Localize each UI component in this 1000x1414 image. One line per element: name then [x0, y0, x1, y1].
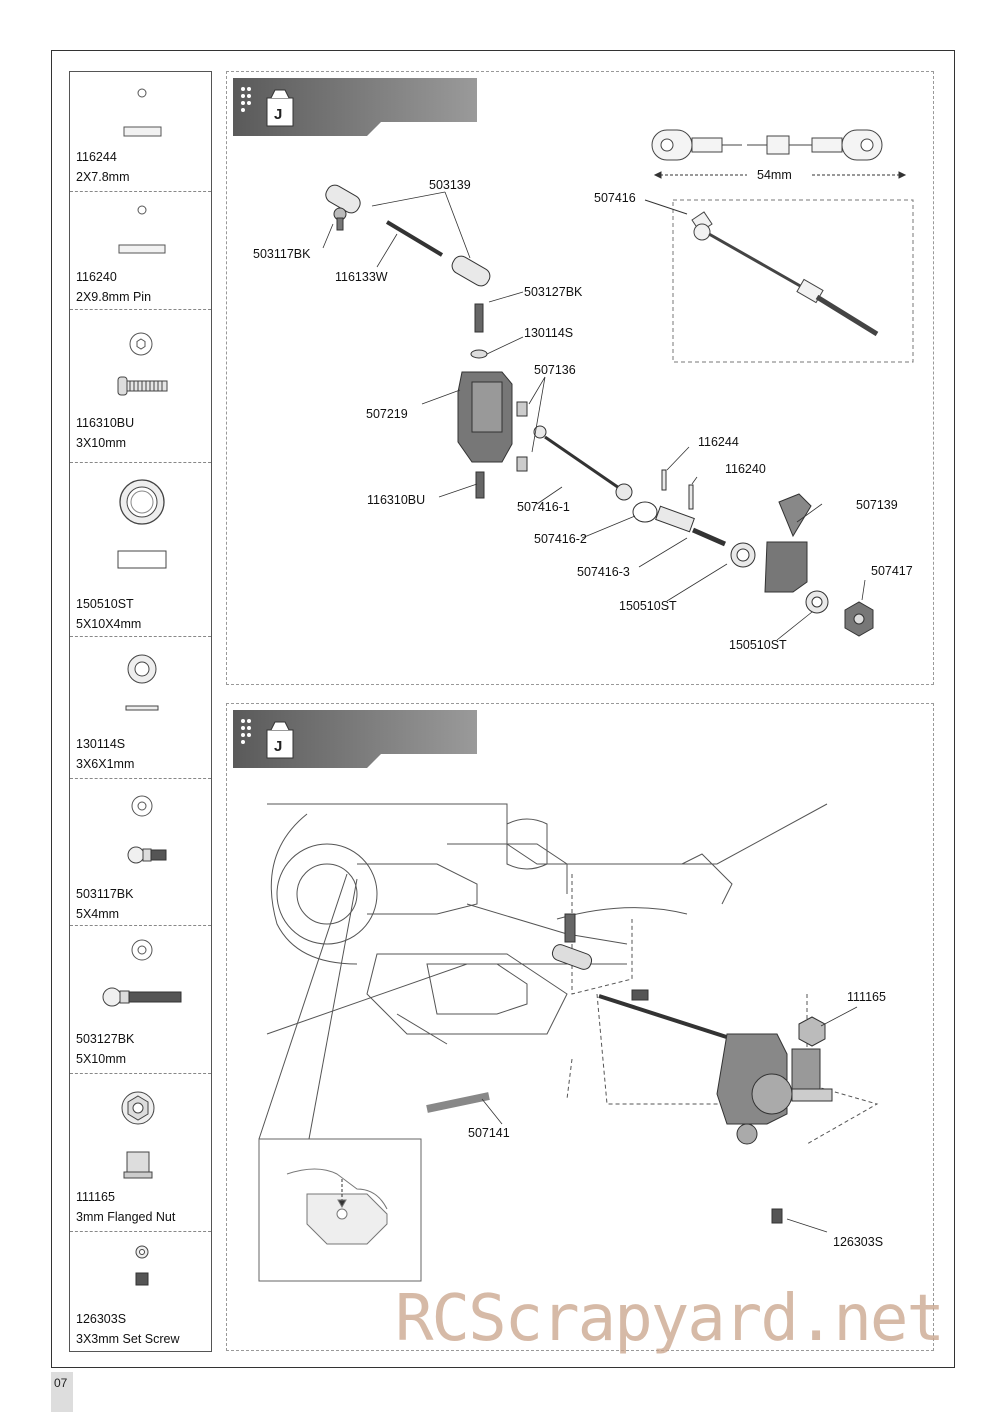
part-desc: 3X6X1mm	[76, 757, 135, 771]
ball-stud-icon	[127, 795, 167, 864]
callout-label: 126303S	[833, 1235, 884, 1249]
assembly-step-2: J	[226, 703, 934, 1351]
part-desc: 5X10mm	[76, 1052, 127, 1066]
callout-label: 116310BU	[367, 493, 426, 507]
flanged-nut-icon	[121, 1091, 155, 1179]
step-badge: J	[274, 106, 282, 123]
cvd-driveshaft	[691, 211, 879, 337]
part-desc: 3X3mm Set Screw	[76, 1332, 180, 1346]
callout-label: 507219	[366, 407, 408, 421]
parts-item: 503127BK 5X10mm	[70, 926, 211, 1074]
callout-label: 503127BK	[524, 285, 583, 299]
callout-label: 507141	[468, 1126, 510, 1140]
callout-label: 507139	[856, 498, 898, 512]
part-code: 116240	[76, 270, 117, 284]
callout-label: 111165	[847, 990, 886, 1004]
callout-label: 116244	[698, 435, 739, 449]
pin-icon	[123, 88, 162, 137]
assembly-step-1: J	[226, 71, 934, 685]
step1-exploded-view	[322, 129, 914, 641]
washer-icon	[125, 654, 159, 711]
step2-assembly-view	[258, 803, 879, 1282]
callout-label: 503117BK	[253, 247, 311, 261]
callout-label: 507416-2	[534, 532, 587, 546]
dimension-label: 54mm	[757, 168, 792, 182]
parts-item: 116240 2X9.8mm Pin	[70, 192, 211, 310]
callout-label: 116240	[725, 462, 766, 476]
part-desc: 5X10X4mm	[76, 617, 142, 631]
part-desc: 3X10mm	[76, 436, 127, 450]
parts-item: 116310BU 3X10mm	[70, 310, 211, 463]
callout-label: 503139	[429, 178, 471, 192]
part-desc: 3mm Flanged Nut	[76, 1210, 176, 1224]
callout-label: 130114S	[524, 326, 574, 340]
callout-label: 507416-1	[517, 500, 570, 514]
part-desc: 2X9.8mm Pin	[76, 290, 152, 304]
watermark: RCScrapyard.net	[395, 1282, 945, 1356]
part-code: 130114S	[76, 737, 126, 751]
parts-item: 130114S 3X6X1mm	[70, 637, 211, 779]
callout-label: 507416-3	[577, 565, 630, 579]
parts-item: 150510ST 5X10X4mm	[70, 463, 211, 637]
callout-label: 150510ST	[729, 638, 787, 652]
part-code: 150510ST	[76, 597, 134, 611]
callout-label: 150510ST	[619, 599, 677, 613]
steering-knuckle-assembly	[426, 913, 833, 1224]
part-code: 503117BK	[76, 887, 134, 901]
step-badge: J	[274, 738, 282, 755]
part-desc: 5X4mm	[76, 907, 120, 921]
callout-label: 116133W	[335, 270, 388, 284]
part-desc: 2X7.8mm	[76, 170, 130, 184]
parts-item: 116244 2X7.8mm	[70, 72, 211, 192]
chassis-drawing	[266, 803, 879, 1145]
ball-stud-icon	[102, 939, 182, 1007]
inset-detail	[286, 1168, 388, 1245]
step-banner: J	[233, 78, 477, 136]
page-number: 07	[51, 1372, 73, 1412]
screw-icon	[117, 332, 168, 396]
callout-label: 507417	[871, 564, 913, 578]
part-code: 111165	[76, 1190, 115, 1204]
parts-list: 116244 2X7.8mm 116240 2X9.8mm Pin 116310…	[69, 71, 212, 1352]
leader-lines	[322, 191, 866, 641]
set-screw-icon	[135, 1245, 149, 1286]
page-frame	[51, 50, 955, 1368]
steering-linkage-parts	[325, 184, 874, 637]
callout-label: 507416	[594, 191, 636, 205]
part-code: 126303S	[76, 1312, 127, 1326]
part-code: 116244	[76, 150, 117, 164]
parts-item: 126303S 3X3mm Set Screw	[70, 1232, 211, 1353]
step-banner: J	[233, 710, 477, 768]
bearing-icon	[117, 479, 167, 569]
pin-icon	[118, 205, 166, 254]
callout-label: 507136	[534, 363, 576, 377]
cvd-detail-box	[672, 199, 914, 363]
turnbuckle-dimension-drawing	[651, 129, 883, 161]
part-code: 116310BU	[76, 416, 135, 430]
parts-item: 111165 3mm Flanged Nut	[70, 1074, 211, 1232]
parts-item: 503117BK 5X4mm	[70, 779, 211, 926]
part-code: 503127BK	[76, 1032, 135, 1046]
